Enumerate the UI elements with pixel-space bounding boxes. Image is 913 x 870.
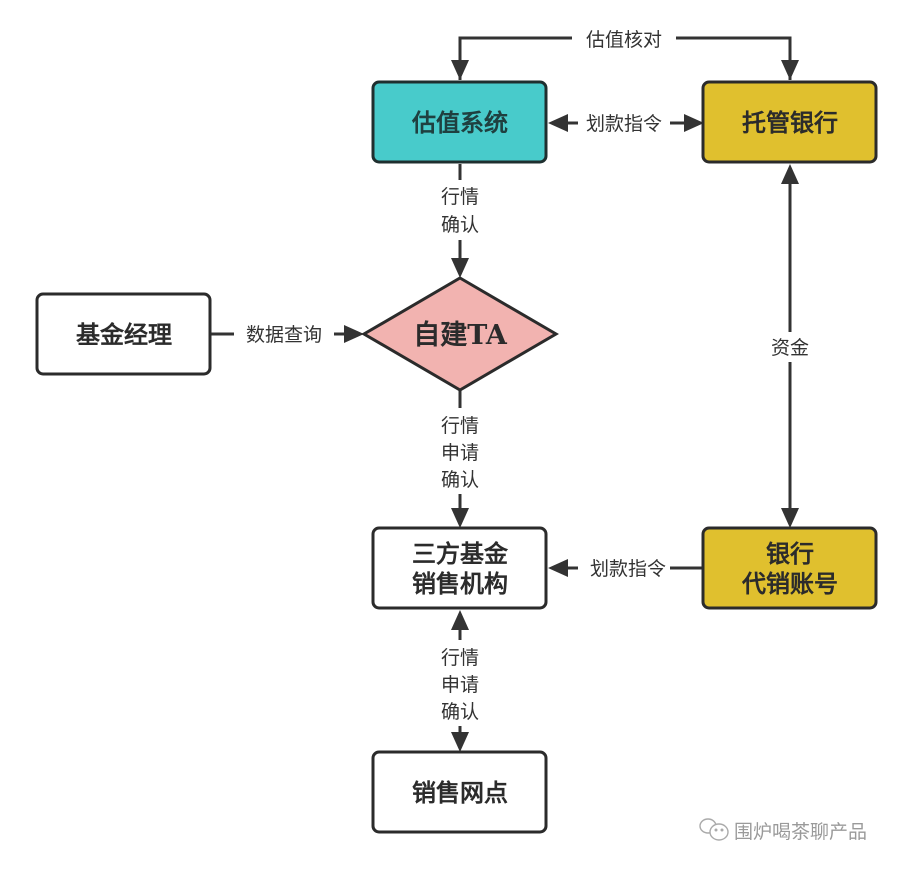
edge-label-data-query: 数据查询 <box>246 324 322 346</box>
node-fund-manager[interactable]: 基金经理 <box>35 292 212 376</box>
edge-label-sales-outlet-1: 行情 <box>441 647 479 669</box>
node-self-built-ta[interactable]: 自建TA <box>361 276 559 392</box>
edge-label-ta-sales-1: 行情 <box>441 415 479 437</box>
node-label: 销售网点 <box>412 778 508 807</box>
arrowhead-up-icon <box>781 164 799 184</box>
arrowhead-down-icon <box>451 732 469 752</box>
node-label: 自建TA <box>413 319 508 351</box>
arrowhead-down-icon <box>451 258 469 278</box>
edge-label-ta-sales-3: 确认 <box>441 469 479 491</box>
arrowhead-down-icon <box>781 60 799 80</box>
node-valuation-system[interactable]: 估值系统 <box>371 80 548 164</box>
node-label-line-1: 银行 <box>766 539 814 568</box>
edge-label-transfer-top: 划款指令 <box>586 113 662 135</box>
node-label: 估值系统 <box>411 108 508 137</box>
wechat-icon <box>699 818 729 841</box>
arrowhead-right-icon <box>684 114 704 132</box>
arrowhead-left-icon <box>548 114 568 132</box>
edge-label-sales-outlet-2: 申请 <box>441 674 479 696</box>
node-label-line-2: 销售机构 <box>412 569 508 598</box>
arrowhead-down-icon <box>781 508 799 528</box>
arrowhead-left-icon <box>548 559 568 577</box>
edge-valuation-check: 估值核对 <box>451 26 799 80</box>
edge-ta-to-sales: 行情 申请 确认 <box>436 390 484 528</box>
node-third-party-sales[interactable]: 三方基金 销售机构 <box>371 526 548 610</box>
watermark: 围炉喝茶聊产品 <box>699 818 867 843</box>
edge-label-sales-outlet-3: 确认 <box>441 701 479 723</box>
edge-market-confirm: 行情 确认 <box>436 164 484 278</box>
edge-label-market-confirm-2: 确认 <box>441 214 479 236</box>
edge-funds: 资金 <box>764 164 816 528</box>
node-label: 托管银行 <box>742 108 838 137</box>
edge-sales-to-outlet: 行情 申请 确认 <box>436 610 484 752</box>
edge-data-query: 数据查询 <box>211 321 364 347</box>
arrowhead-down-icon <box>451 508 469 528</box>
edge-label-transfer-bottom: 划款指令 <box>590 558 666 580</box>
edge-label-valuation-check: 估值核对 <box>586 29 662 51</box>
node-label: 基金经理 <box>76 320 172 349</box>
edge-label-ta-sales-2: 申请 <box>441 442 479 464</box>
node-sales-outlet[interactable]: 销售网点 <box>371 750 548 834</box>
arrowhead-right-icon <box>344 325 364 343</box>
edge-label-funds: 资金 <box>771 337 809 359</box>
node-custodian-bank[interactable]: 托管银行 <box>701 80 878 164</box>
edge-transfer-instruction-top: 划款指令 <box>548 110 704 136</box>
node-label-line-2: 代销账号 <box>741 569 838 598</box>
arrowhead-down-icon <box>451 60 469 80</box>
node-label-line-1: 三方基金 <box>412 539 509 568</box>
arrowhead-up-icon <box>451 610 469 630</box>
watermark-text: 围炉喝茶聊产品 <box>734 821 867 843</box>
edge-label-market-confirm-1: 行情 <box>441 186 479 208</box>
edge-transfer-instruction-bottom: 划款指令 <box>548 555 704 581</box>
node-bank-agency-account[interactable]: 银行 代销账号 <box>701 526 878 610</box>
